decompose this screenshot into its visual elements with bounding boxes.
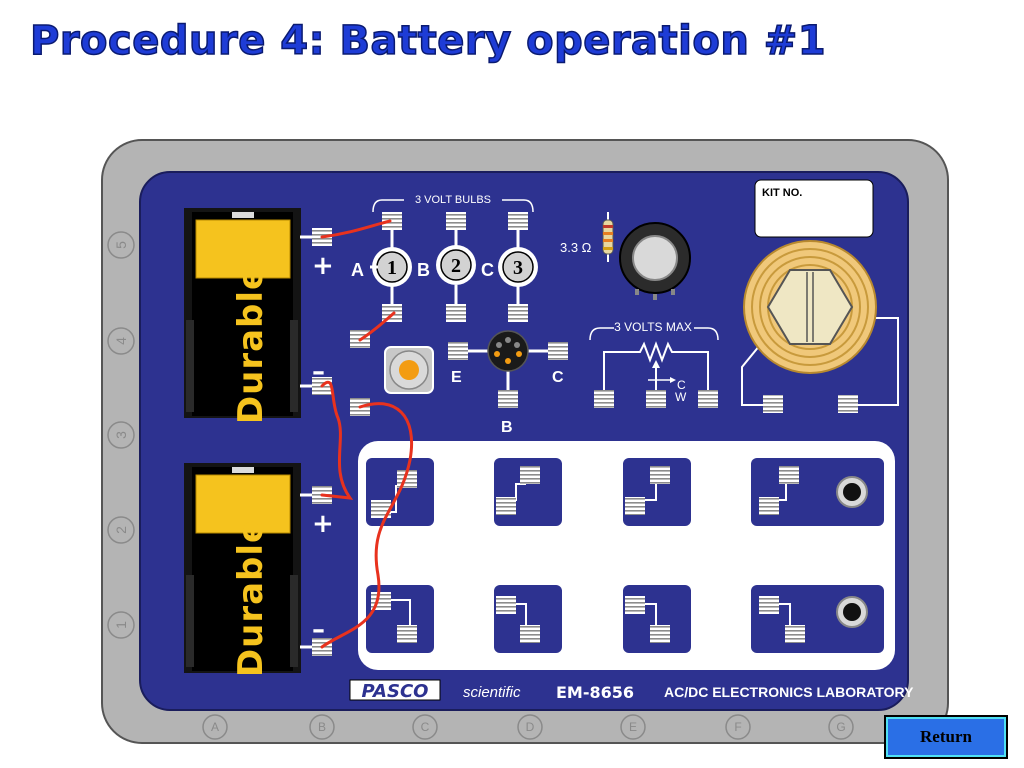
bottom-marker: F [734,720,741,734]
bottom-marker: A [211,720,219,734]
transistor-socket [448,330,568,408]
bottom-markers: A B C D E F G [202,714,854,740]
branding-product: AC/DC ELECTRONICS LABORATORY [664,684,914,700]
battery-1: Durable [184,208,301,424]
side-marker: 4 [113,337,129,345]
bulb-number: 1 [387,257,397,279]
pasco-logo-box [349,679,441,701]
bulb-number: 3 [513,257,523,279]
bottom-marker: G [836,720,845,734]
battery-minus-sign: – [312,615,325,645]
bulbs-header: 3 VOLT BULBS [415,194,491,206]
kit-number-label: KIT NO. [762,187,802,199]
page-title: Procedure 4: Battery operation #1 [29,17,827,65]
bottom-marker: C [421,720,430,734]
component-slots [366,585,884,653]
kit-number-box [754,179,874,238]
battery-plus-sign: + [312,509,334,539]
side-marker: 5 [113,241,129,249]
battery-label: Durable [231,266,271,424]
resistor-label: 3.3 Ω [560,240,592,255]
return-button-label: Return [920,727,972,746]
battery-minus-sign: – [312,357,325,387]
bulb-number: 2 [451,255,461,277]
battery-label: Durable [231,519,271,677]
potentiometer-header: 3 VOLTS MAX [614,320,692,334]
side-marker: 3 [113,431,129,439]
component-slots [366,458,884,526]
side-marker: 2 [113,526,129,534]
transistor-emitter-label: E [451,369,462,386]
transistor-collector-label: C [552,369,564,386]
bottom-marker: D [526,720,535,734]
battery-plus-sign: + [312,251,334,281]
branding-scientific: scientific [463,684,521,701]
pasco-logo: PASCO [362,681,429,702]
side-marker: 1 [113,621,129,629]
bulb-sockets [370,212,538,322]
potentiometer-knob [619,222,691,300]
speaker-component [741,240,899,413]
side-markers: 5 4 3 2 1 [107,231,135,639]
battery-2: Durable [184,463,301,677]
branding-model: EM-8656 [556,683,634,702]
bottom-marker: E [629,720,637,734]
bottom-marker: B [318,720,326,734]
return-button[interactable]: Return [884,715,1008,759]
bulb-point-label: A [351,260,364,280]
potentiometer-c-label: C [677,378,686,392]
potentiometer-circuit [594,341,718,408]
connecting-wires [320,219,413,649]
push-switch [350,330,434,416]
transistor-base-label: B [501,419,513,436]
potentiometer-w-label: W [675,390,687,404]
bulb-point-label: B [417,260,430,280]
bulb-point-label: C [481,260,494,280]
resistor-component [602,212,614,262]
